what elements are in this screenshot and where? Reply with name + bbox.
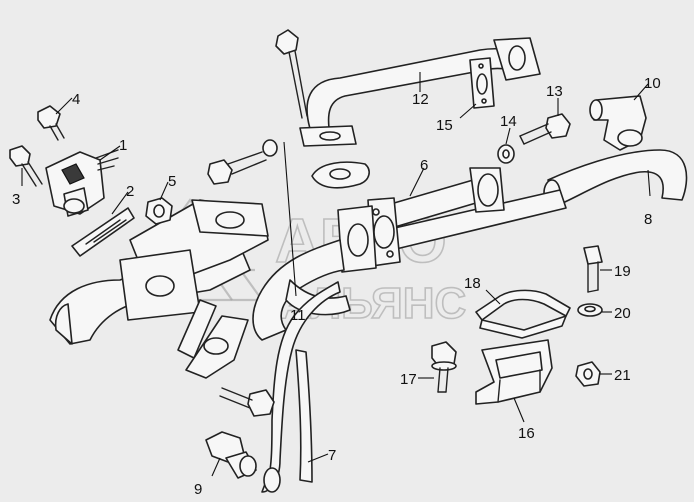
part-17-bolt (431, 341, 457, 393)
callout-9: 9 (194, 481, 202, 498)
part-15-gasket (469, 57, 495, 109)
flange-gasket-center (311, 161, 370, 189)
callout-7: 7 (328, 447, 336, 464)
callout-10: 10 (644, 75, 661, 92)
callout-6: 6 (420, 157, 428, 174)
part-13-bolt (519, 113, 571, 145)
callout-1: 1 (119, 137, 127, 154)
part-14-washer (497, 144, 515, 164)
callout-20: 20 (614, 305, 631, 322)
part-6-main-pipe (367, 167, 567, 267)
part-5-nut (145, 197, 173, 225)
callout-12: 12 (412, 91, 429, 108)
callout-18: 18 (464, 275, 481, 292)
part-21-nut (575, 361, 601, 387)
callout-8: 8 (644, 211, 652, 228)
part-2-bracket (71, 207, 135, 257)
callout-16: 16 (518, 425, 535, 442)
manifold-gasket (177, 299, 249, 379)
callout-labels: 1 2 3 4 5 6 7 8 9 10 11 12 13 14 15 16 1… (12, 75, 661, 498)
callout-11: 11 (290, 307, 306, 324)
callout-17: 17 (400, 371, 417, 388)
callout-15: 15 (436, 117, 453, 134)
callout-14: 14 (500, 113, 517, 130)
callout-2: 2 (126, 183, 134, 200)
part-9-fitting (205, 431, 257, 479)
callout-3: 3 (12, 191, 20, 208)
part-19-bolt (583, 245, 603, 293)
lower-flange-bolt (219, 387, 275, 417)
callout-21: 21 (614, 367, 631, 384)
manifold-bolt-with-washer (207, 139, 278, 185)
leader-lines (21, 72, 651, 477)
callout-4: 4 (72, 91, 80, 108)
callout-13: 13 (546, 83, 563, 100)
part-10-elbow (589, 95, 647, 151)
part-18-clamp (475, 289, 571, 339)
part-4-bolt (37, 105, 65, 141)
top-long-bolt (275, 29, 308, 119)
part-3-bolt (9, 145, 43, 187)
part-7-down-pipe (261, 281, 341, 493)
part-8-hose (543, 149, 688, 207)
part-1-sensor-valve (45, 149, 119, 217)
callout-19: 19 (614, 263, 631, 280)
part-16-bracket (475, 339, 553, 405)
exhaust-manifold (49, 199, 269, 345)
part-20-washer (577, 303, 603, 317)
callout-5: 5 (168, 173, 176, 190)
